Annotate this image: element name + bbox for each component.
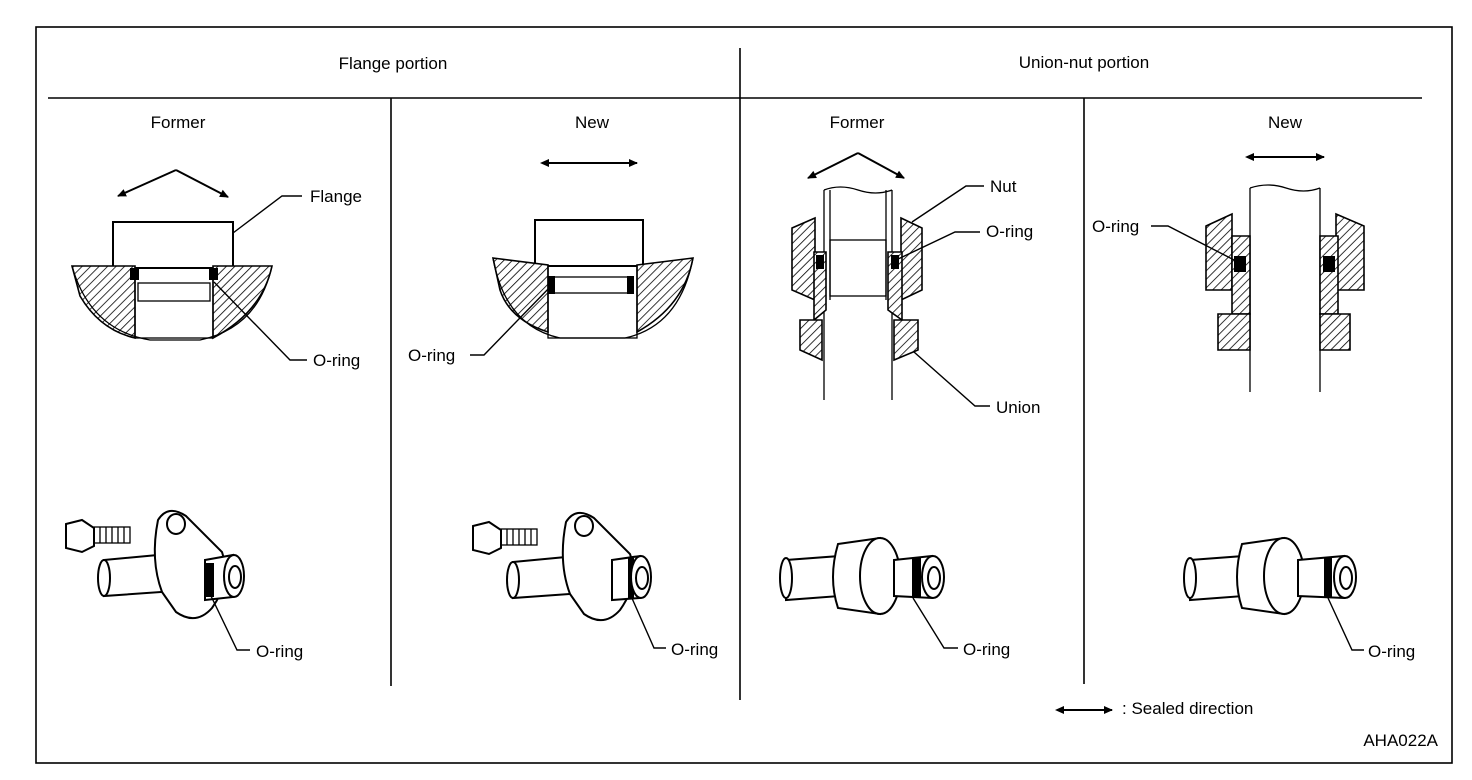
label-o-ring-fitting: O-ring [1368, 642, 1415, 661]
label-o-ring-fitting: O-ring [963, 640, 1010, 659]
flange-block [112, 221, 234, 269]
header-union-nut-portion: Union-nut portion [1019, 53, 1149, 72]
panel-title: Former [830, 113, 885, 132]
label-nut: Nut [990, 177, 1017, 196]
flange-block [534, 219, 644, 267]
label-o-ring-section: O-ring [313, 351, 360, 370]
figure-code: AHA022A [1363, 731, 1438, 750]
union-fitting-3d [1183, 536, 1357, 616]
union-fitting-3d [779, 536, 945, 616]
panel-flange-new: New O-ring O-ring [408, 113, 718, 659]
legend: : Sealed direction [1055, 699, 1253, 718]
label-o-ring-section: O-ring [1092, 217, 1139, 236]
label-union: Union [996, 398, 1040, 417]
panel-flange-former: Former Flange O-ring [65, 113, 362, 661]
panel-title: New [1268, 113, 1303, 132]
sealed-direction-arrows [117, 169, 229, 198]
panel-union-new: New O-ring O-ring [1092, 113, 1415, 661]
label-o-ring-fitting: O-ring [256, 642, 303, 661]
panel-title: New [575, 113, 610, 132]
flange-fitting-3d [65, 509, 245, 619]
panel-union-former: Former Nut O-ring Union [779, 113, 1040, 659]
flange-fitting-3d [472, 511, 652, 621]
figure-frame [35, 26, 1453, 764]
header-flange-portion: Flange portion [339, 54, 448, 73]
nut-section-left [791, 216, 816, 302]
nut-section-right [900, 216, 923, 302]
housing-section [491, 257, 694, 334]
label-flange: Flange [310, 187, 362, 206]
sealed-direction-arrows [807, 152, 905, 179]
label-o-ring-section: O-ring [986, 222, 1033, 241]
housing-section [70, 265, 273, 340]
legend-text: : Sealed direction [1122, 699, 1253, 718]
panel-title: Former [151, 113, 206, 132]
label-o-ring-section: O-ring [408, 346, 455, 365]
label-o-ring-fitting: O-ring [671, 640, 718, 659]
